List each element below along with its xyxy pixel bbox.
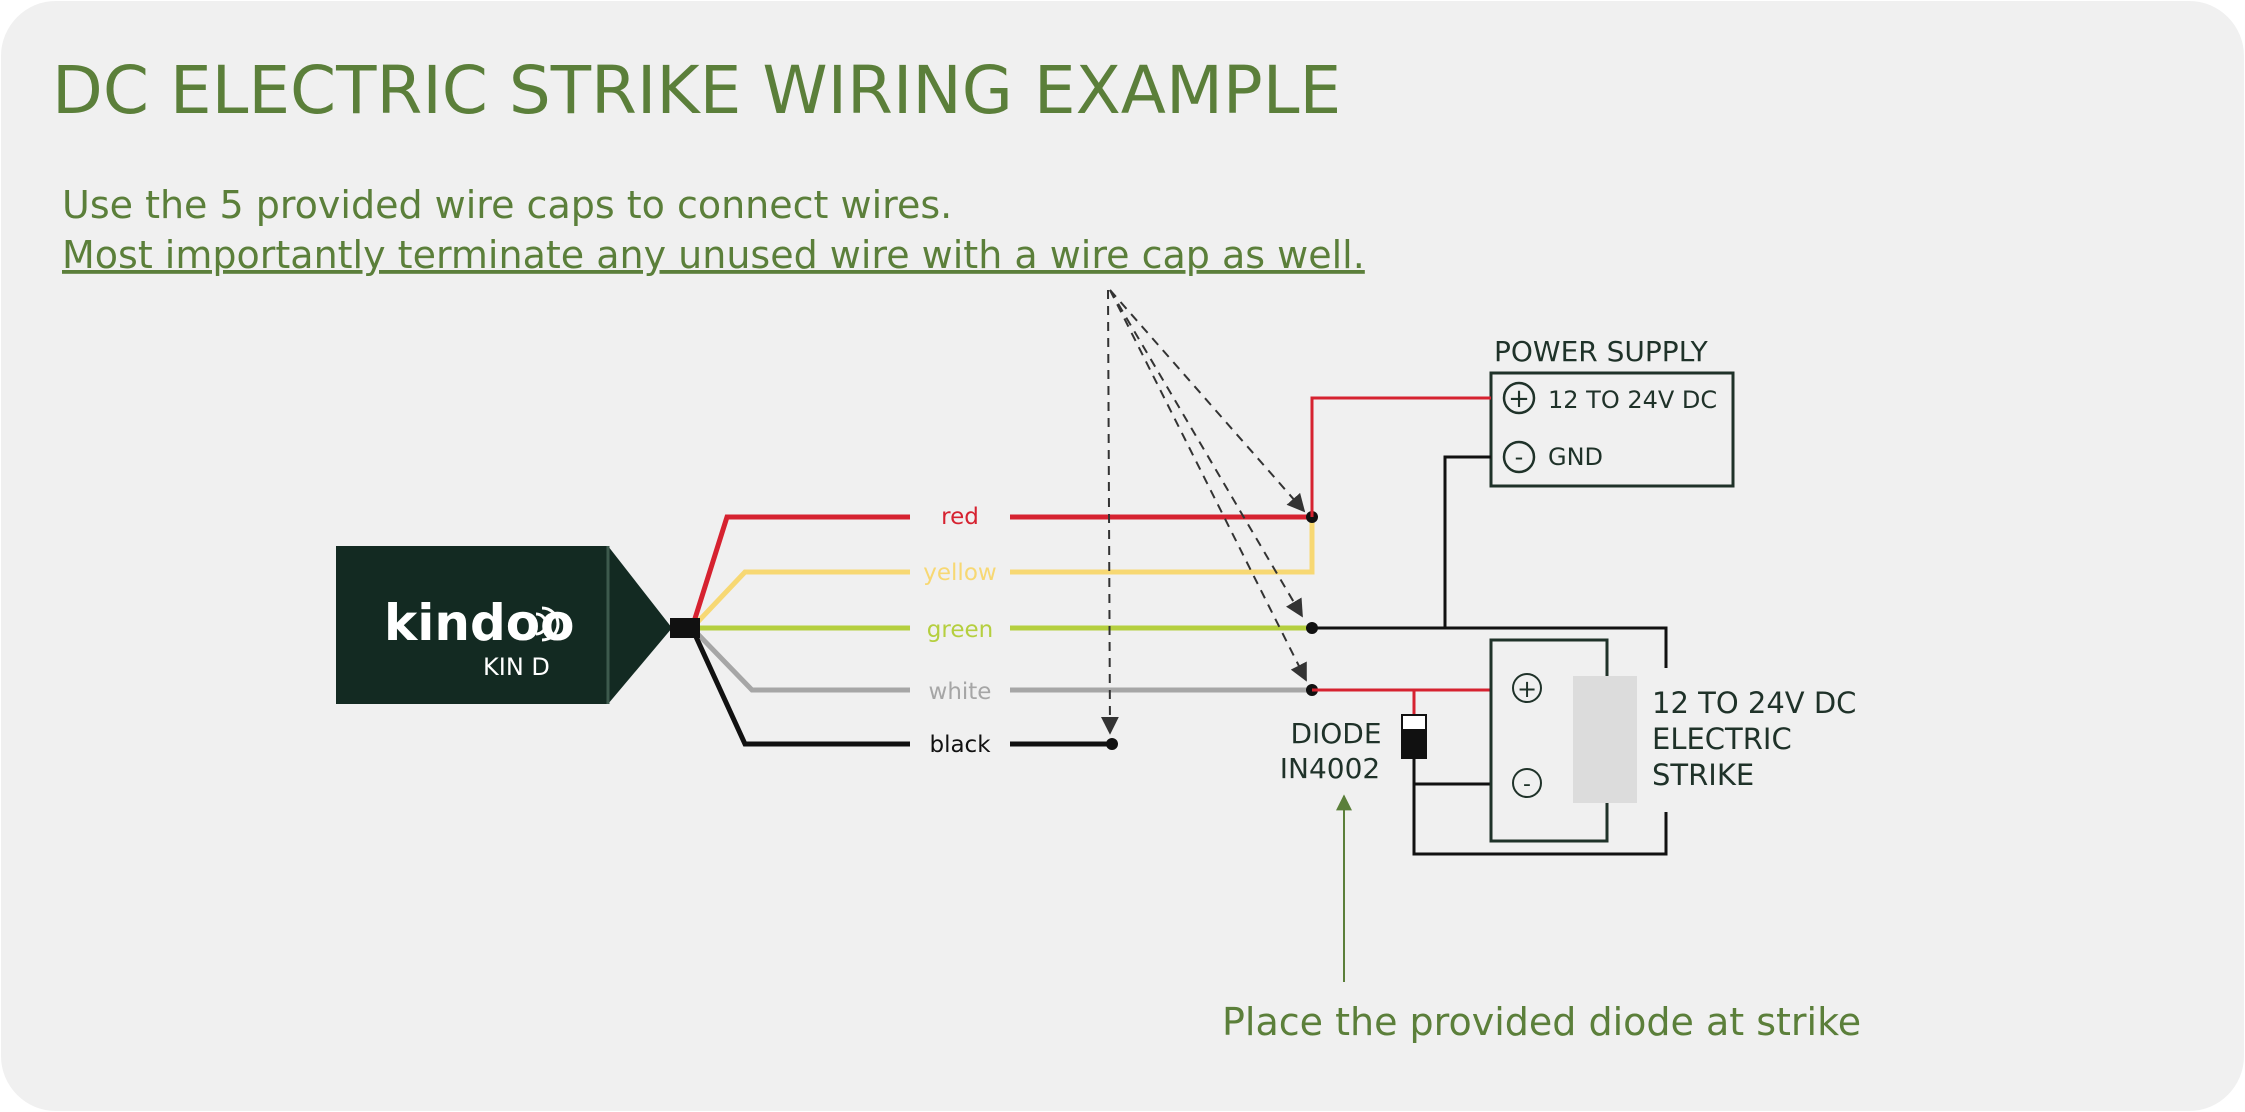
plus-icon [1502,381,1536,415]
page-title: DC ELECTRIC STRIKE WIRING EXAMPLE [52,52,1341,129]
power-supply: POWER SUPPLY + 12 TO 24V DC - GND [1489,335,1735,488]
strike-label-1: 12 TO 24V DC [1652,686,1856,720]
power-supply-title: POWER SUPPLY [1494,335,1709,368]
supply-positive-wire [1310,396,1491,517]
diode-label-2: IN4002 [1280,752,1380,785]
strike-gnd-wire [1312,626,1668,668]
strike-gnd-wire-lower [1412,784,1668,856]
wireless-icon [535,606,560,642]
strike-label-3: STRIKE [1652,758,1754,792]
wire-label-green: green [927,617,993,643]
wire-red [689,514,910,629]
wire-white [690,626,910,693]
kindoo-logo: kindoo [384,594,574,652]
device-model: KIN D [483,653,550,681]
wire-black [689,626,910,747]
power-plus-label: 12 TO 24V DC [1548,386,1717,414]
diode-label-1: DIODE [1290,717,1381,750]
harness-connector [670,618,700,638]
instruction-line-1: Use the 5 provided wire caps to connect … [62,183,952,227]
wire-cap-pointers [1100,289,1307,735]
wire-label-red: red [941,504,979,530]
power-supply-box [1489,371,1735,488]
instruction-line-2: Most importantly terminate any unused wi… [62,233,1365,277]
power-minus-label: GND [1548,443,1603,471]
strike-faceplate [1573,676,1637,803]
junction-black-cap [1106,738,1118,750]
diode-component [1401,714,1427,759]
power-plus-symbol: + [1508,384,1530,414]
wire-label-yellow: yellow [923,560,996,586]
strike-plus-symbol: + [1517,675,1537,703]
strike-minus-symbol: - [1523,772,1531,797]
wire-label-black: black [929,732,991,758]
diode-placement-note: Place the provided diode at strike [1222,1000,1861,1044]
wire-harness [689,514,1315,747]
supply-gnd-wire [1443,455,1491,628]
wire-yellow [690,569,910,630]
wire-yellow-end [1010,517,1315,575]
strike-minus-icon [1512,768,1542,798]
wire-label-white: white [929,679,992,705]
strike-label-2: ELECTRIC [1652,722,1792,756]
minus-icon [1502,440,1536,474]
power-minus-symbol: - [1515,443,1524,471]
device-kin-d: kindoo KIN D [336,546,672,704]
electric-strike: + - 12 TO 24V DC ELECTRIC STRIKE [1489,638,1856,843]
strike-plus-icon [1512,673,1542,703]
